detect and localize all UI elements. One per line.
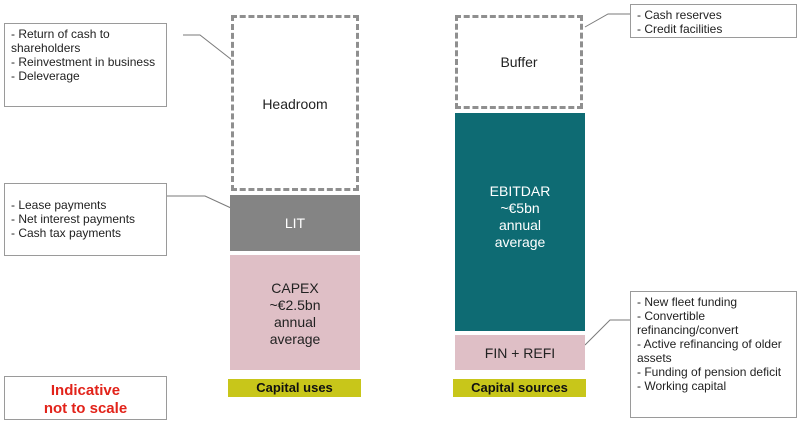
connector-lit: [167, 195, 232, 209]
fin-refi-note-line-1: - New fleet funding: [637, 295, 738, 309]
fin-refi-note-line-2: - Convertible refinancing/convert: [637, 309, 739, 337]
buffer-note: - Cash reserves - Credit facilities: [630, 4, 797, 38]
buffer-note-line-1: - Cash reserves: [637, 8, 722, 22]
buffer-note-line-2: - Credit facilities: [637, 22, 723, 36]
ebitdar-line-3: annual: [498, 217, 542, 233]
fin-refi-note: - New fleet funding - Convertible refina…: [630, 291, 797, 418]
lit-note-line-1: - Lease payments: [11, 198, 107, 212]
lit-note: - Lease payments - Net interest payments…: [4, 183, 167, 256]
fin-refi-note-line-3: - Active refinancing of older assets: [637, 337, 782, 365]
buffer-box: Buffer: [455, 15, 583, 109]
indicative-line-1: Indicative: [50, 382, 121, 399]
capex-line-4: average: [269, 331, 321, 347]
ebitdar-text: EBITDAR ~€5bn annual average: [455, 183, 585, 251]
headroom-note-line-3: - Deleverage: [11, 69, 80, 83]
lit-box: LIT: [230, 195, 360, 251]
connector-headroom: [183, 34, 233, 61]
fin-refi-note-line-4: - Funding of pension deficit: [637, 365, 782, 379]
capex-line-3: annual: [273, 314, 317, 330]
capex-box: CAPEX ~€2.5bn annual average: [230, 255, 360, 370]
headroom-note-line-2: - Reinvestment in business: [11, 55, 156, 69]
capex-line-2: ~€2.5bn: [269, 297, 321, 313]
ebitdar-line-4: average: [494, 234, 546, 250]
buffer-label: Buffer: [500, 54, 538, 70]
headroom-note-line-1: - Return of cash to shareholders: [11, 27, 110, 55]
headroom-note: - Return of cash to shareholders - Reinv…: [4, 23, 167, 107]
capital-uses-label: Capital uses: [228, 379, 361, 397]
lit-note-line-2: - Net interest payments: [11, 212, 136, 226]
headroom-label: Headroom: [262, 96, 328, 112]
headroom-box: Headroom: [231, 15, 359, 191]
fin-refi-label: FIN + REFI: [484, 345, 556, 361]
lit-note-line-3: - Cash tax payments: [11, 226, 122, 240]
ebitdar-line-1: EBITDAR: [489, 183, 551, 199]
connector-fin-refi: [584, 319, 630, 346]
capex-text: CAPEX ~€2.5bn annual average: [230, 280, 360, 348]
capex-line-1: CAPEX: [271, 280, 319, 296]
ebitdar-line-2: ~€5bn: [500, 200, 540, 216]
fin-refi-note-line-5: - Working capital: [637, 379, 727, 393]
indicative-line-2: not to scale: [43, 400, 128, 417]
connector-buffer: [584, 13, 630, 28]
indicative-box: Indicative not to scale: [4, 376, 167, 420]
lit-label: LIT: [284, 215, 306, 231]
capital-sources-label: Capital sources: [453, 379, 586, 397]
fin-refi-box: FIN + REFI: [455, 335, 585, 370]
ebitdar-box: EBITDAR ~€5bn annual average: [455, 113, 585, 331]
